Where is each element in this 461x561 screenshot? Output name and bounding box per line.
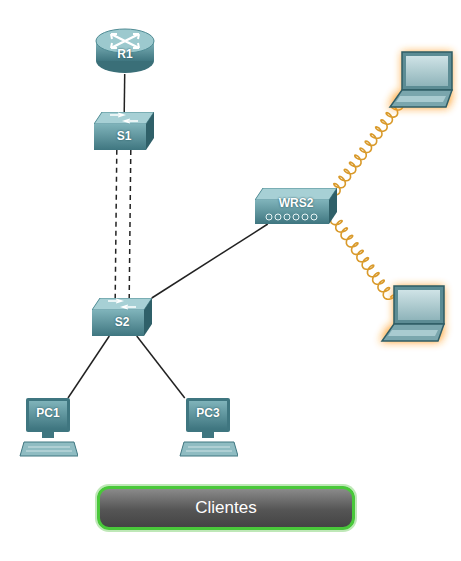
laptop-icon [388,52,454,108]
network-link [115,150,117,298]
device-label: WRS2 [279,196,314,210]
button-box: Clientes [97,486,355,530]
pc-device: PC1 [18,398,78,458]
switch-device: S2 [92,298,152,336]
laptop-icon [380,286,446,342]
device-label: S2 [115,315,130,329]
pc-device: PC3 [178,398,238,458]
wireless-link [331,99,403,300]
router-device: R1 [95,28,155,74]
switch-device: S1 [94,112,154,150]
device-label: PC1 [36,406,59,420]
device-label: S1 [117,129,132,143]
wireless-coil [332,99,403,195]
wrs-device: WRS2 [255,188,337,224]
network-link [68,336,109,398]
device-label: R1 [117,47,132,61]
device-label: PC3 [196,406,219,420]
network-link [137,336,185,398]
network-link [152,224,268,298]
device-label: Clientes [195,498,256,518]
network-link [123,74,125,112]
network-link [129,150,131,298]
wireless-coil [331,216,395,300]
